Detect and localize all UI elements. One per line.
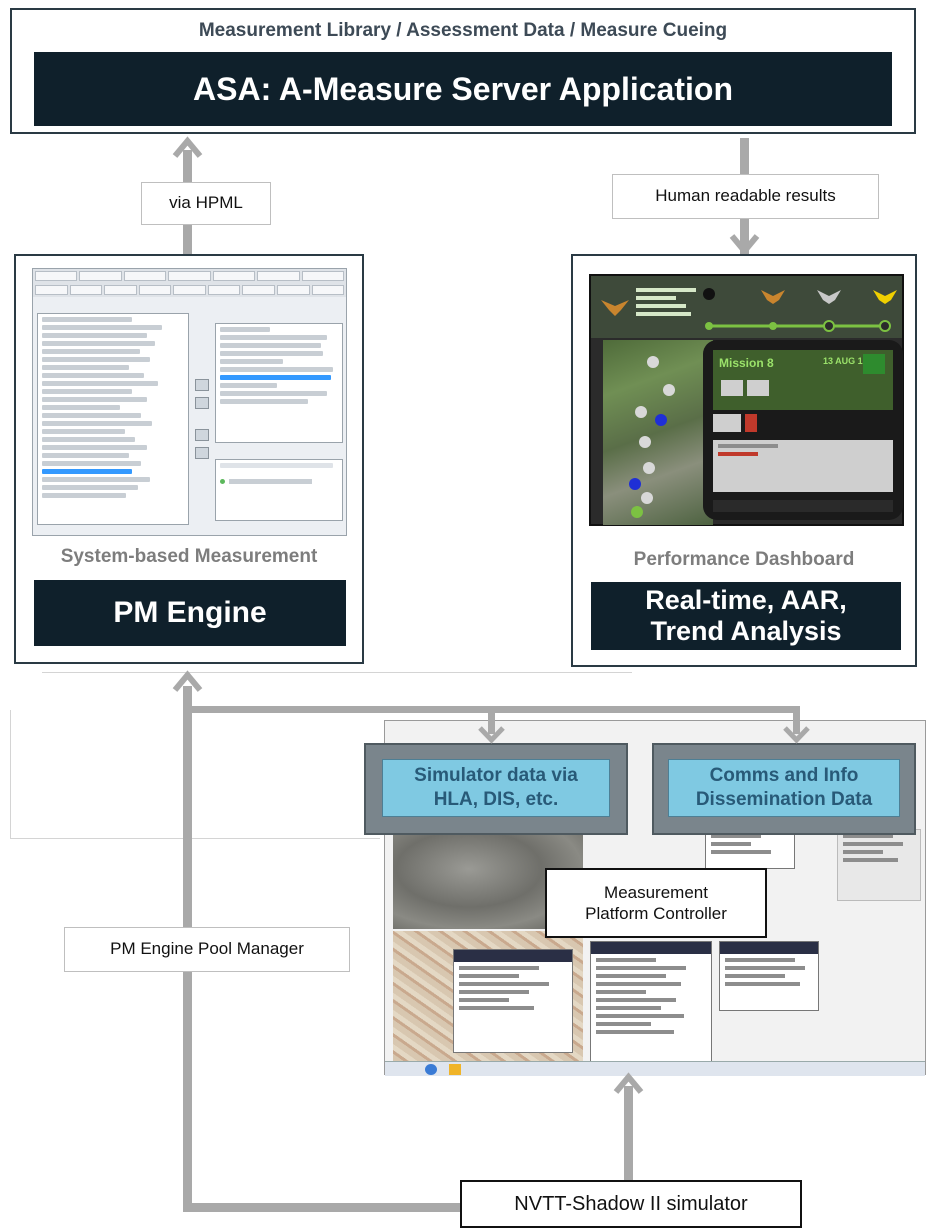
comms-data-box: Comms and Info Dissemination Data xyxy=(652,743,916,835)
os-taskbar xyxy=(385,1061,925,1076)
simulator-data-line2: HLA, DIS, etc. xyxy=(433,789,559,810)
controller-label: Measurement Platform Controller xyxy=(545,868,767,938)
controller-label-line1: Measurement xyxy=(604,882,708,902)
dashboard-header xyxy=(591,276,902,338)
simulator-data-branch-shaft xyxy=(488,706,495,734)
target-tracking-panel xyxy=(719,941,819,1011)
backdrop-outline-bottom xyxy=(10,838,380,839)
topographic-map xyxy=(393,931,583,1061)
pool-manager-label: PM Engine Pool Manager xyxy=(64,927,350,972)
comms-data-branch-shaft xyxy=(793,706,800,734)
message-list-panel xyxy=(590,941,712,1066)
controller-label-line2: Platform Controller xyxy=(585,904,727,923)
asa-title: ASA: A-Measure Server Application xyxy=(34,52,892,126)
simulator-data-line1: Simulator data via xyxy=(414,765,578,787)
dashboard-title-line2: Trend Analysis xyxy=(650,616,842,646)
backdrop-outline-top xyxy=(42,672,632,673)
simulator-data-label: Simulator data via HLA, DIS, etc. xyxy=(382,759,610,817)
hpml-arrow-up-icon xyxy=(172,136,203,158)
comms-data-arrow-down-icon xyxy=(783,726,810,744)
dashboard-caption: Performance Dashboard xyxy=(633,549,855,570)
comms-data-label: Comms and Info Dissemination Data xyxy=(668,759,900,817)
dashboard-screenshot: Mission 8 13 AUG 15 xyxy=(589,274,904,526)
mission-tactics-panel xyxy=(713,440,893,492)
pm-engine-parameters xyxy=(215,459,343,521)
asa-server-box: Measurement Library / Assessment Data / … xyxy=(10,8,916,134)
platform-settings-panel xyxy=(705,829,795,869)
via-hpml-label: via HPML xyxy=(141,182,271,225)
pm-engine-measure-tree xyxy=(37,313,189,525)
dashboard-mission-panel: Mission 8 13 AUG 15 xyxy=(703,340,903,520)
comms-data-line1: Comms and Info xyxy=(709,765,859,787)
pool-manager-arrow-up-icon xyxy=(172,670,203,692)
comms-data-line2: Dissemination Data xyxy=(695,789,873,810)
pm-engine-box: System-based Measurement PM Engine xyxy=(14,254,364,664)
simulator-label: NVTT-Shadow II simulator xyxy=(460,1180,802,1228)
mission-header: Mission 8 13 AUG 15 xyxy=(713,350,893,410)
map-dialog xyxy=(453,949,573,1053)
backdrop-outline-left xyxy=(10,710,11,838)
simulator-data-box: Simulator data via HLA, DIS, etc. xyxy=(364,743,628,835)
pm-engine-screenshot xyxy=(32,268,347,536)
rank-progress-track xyxy=(703,288,897,332)
pm-engine-tabs xyxy=(33,269,346,297)
asa-subtitle: Measurement Library / Assessment Data / … xyxy=(198,20,728,41)
simulator-arrow-shaft xyxy=(624,1086,633,1182)
dashboard-box: Mission 8 13 AUG 15 Performance Dashboar… xyxy=(571,254,917,667)
human-readable-label: Human readable results xyxy=(612,174,879,219)
human-readable-arrow-down-icon xyxy=(729,234,760,256)
pm-engine-title: PM Engine xyxy=(34,580,346,646)
dashboard-title: Real-time, AAR, Trend Analysis xyxy=(591,582,901,650)
eagle-emblem-icon xyxy=(601,300,629,316)
pm-engine-move-buttons xyxy=(195,379,209,459)
simulator-data-arrow-down-icon xyxy=(478,726,505,744)
pool-manager-bottom-shaft xyxy=(183,1203,463,1212)
pm-engine-caption: System-based Measurement xyxy=(60,546,318,567)
mission-date: 13 AUG 15 xyxy=(823,356,868,366)
dashboard-title-line1: Real-time, AAR, xyxy=(645,584,847,615)
mission-name: Mission 8 xyxy=(719,356,774,370)
right-controls-panel xyxy=(837,829,921,901)
simulator-arrow-up-icon xyxy=(613,1072,644,1094)
pm-engine-selected-measures xyxy=(215,323,343,443)
dashboard-map xyxy=(603,340,713,525)
